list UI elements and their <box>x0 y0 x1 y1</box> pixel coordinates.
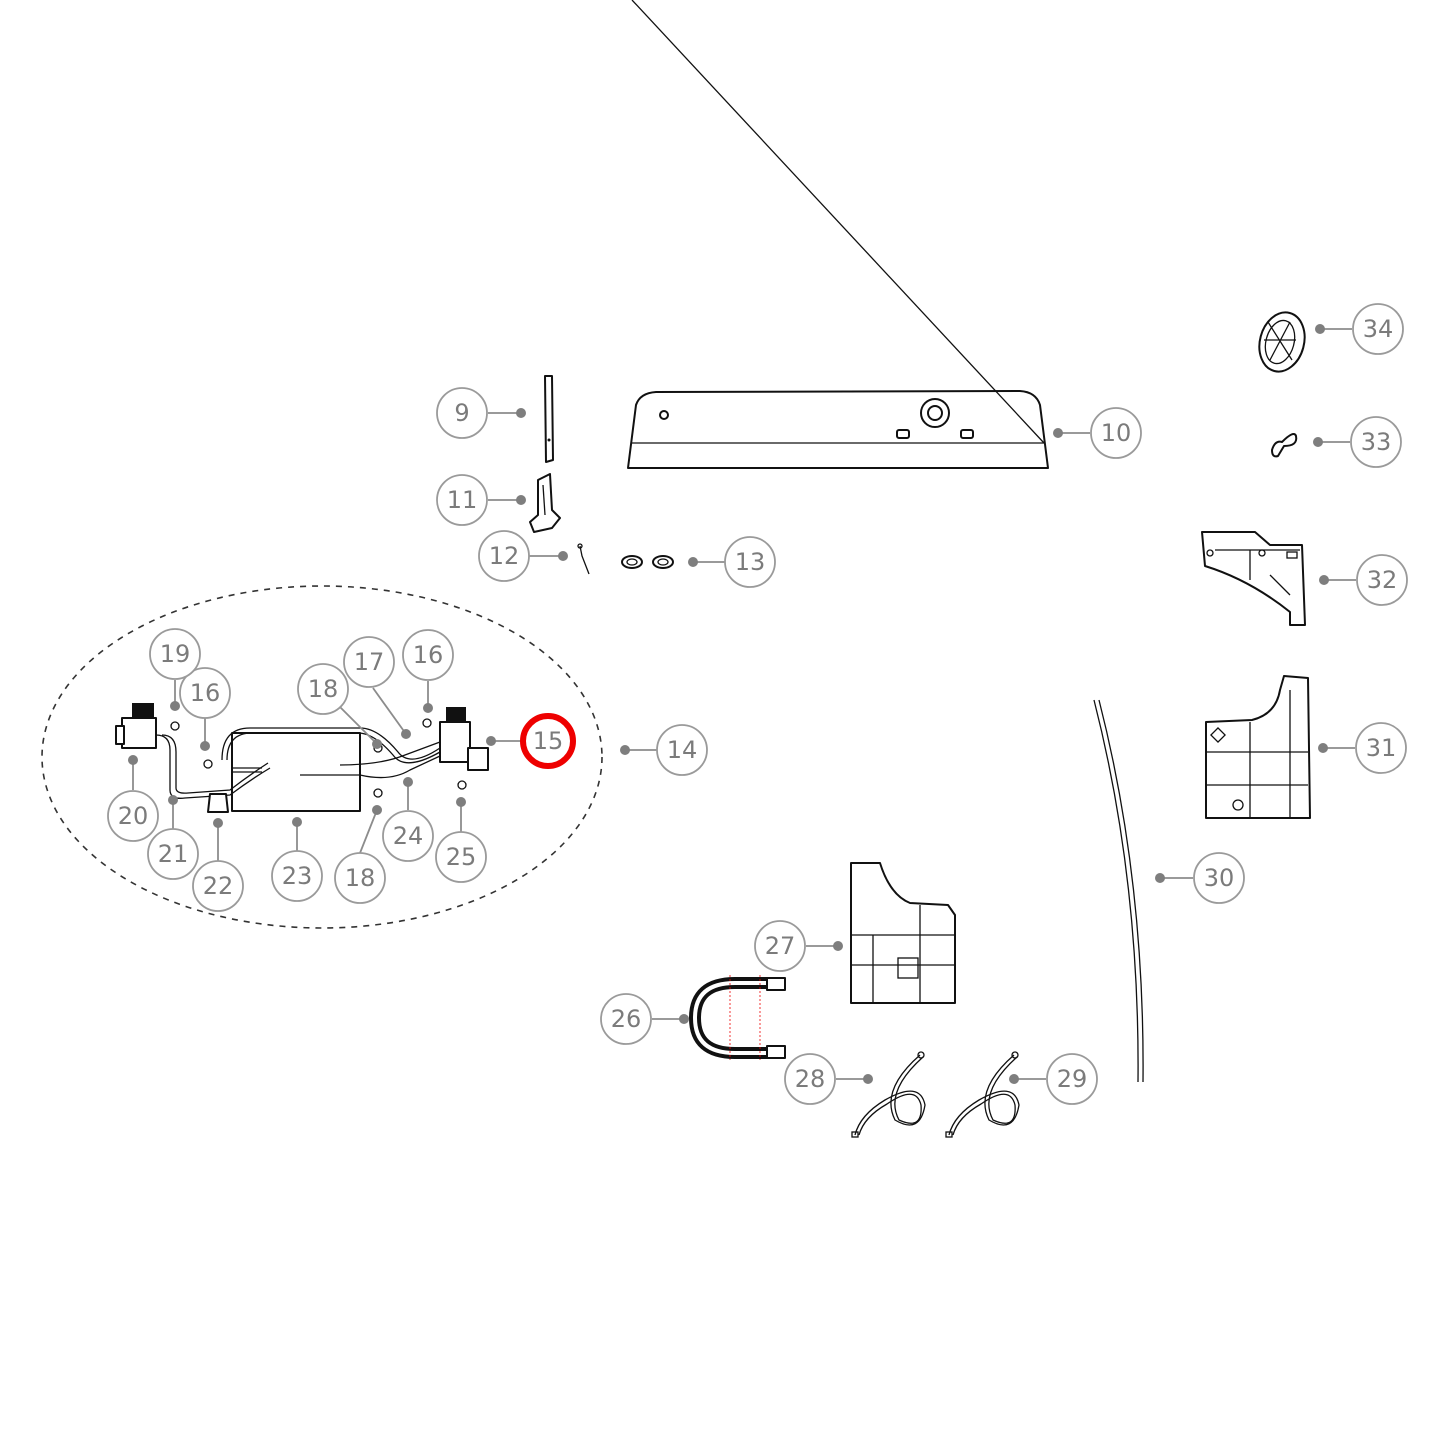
callout-11[interactable]: 11 <box>436 474 488 526</box>
callout-label: 16 <box>190 679 221 707</box>
part-32-bracket[interactable] <box>1201 531 1306 626</box>
callout-29[interactable]: 29 <box>1046 1053 1098 1105</box>
callout-label: 32 <box>1367 566 1398 594</box>
callout-label: 18 <box>345 864 376 892</box>
callout-34[interactable]: 34 <box>1352 303 1404 355</box>
part-13-washers[interactable] <box>621 555 674 569</box>
part-30-long-tube[interactable] <box>1093 699 1144 1083</box>
part-33-clip[interactable] <box>1271 433 1298 458</box>
callout-28[interactable]: 28 <box>784 1053 836 1105</box>
callout-label: 28 <box>795 1065 826 1093</box>
callout-label: 14 <box>667 736 698 764</box>
callout-26[interactable]: 26 <box>600 993 652 1045</box>
callout-label: 15 <box>533 727 564 755</box>
callout-label: 29 <box>1057 1065 1088 1093</box>
part-12-pin[interactable] <box>577 543 590 575</box>
callout-label: 21 <box>158 840 189 868</box>
callout-33[interactable]: 33 <box>1350 416 1402 468</box>
callout-22[interactable]: 22 <box>192 860 244 912</box>
leader-lines <box>128 324 1356 1084</box>
callout-24[interactable]: 24 <box>382 810 434 862</box>
callout-30[interactable]: 30 <box>1193 852 1245 904</box>
callout-18-bottom[interactable]: 18 <box>334 852 386 904</box>
callout-label: 20 <box>118 802 149 830</box>
part-28-coiled-hose[interactable] <box>851 1051 926 1138</box>
part-31-side-panel[interactable] <box>1205 675 1311 819</box>
callout-label: 18 <box>308 675 339 703</box>
callout-label: 27 <box>765 932 796 960</box>
callout-13[interactable]: 13 <box>724 536 776 588</box>
callout-label: 33 <box>1361 428 1392 456</box>
callout-label: 22 <box>203 872 234 900</box>
callout-18-top[interactable]: 18 <box>297 663 349 715</box>
callout-label: 13 <box>735 548 766 576</box>
callout-label: 31 <box>1366 734 1397 762</box>
callout-20[interactable]: 20 <box>107 790 159 842</box>
callout-label: 34 <box>1363 315 1394 343</box>
callout-32[interactable]: 32 <box>1356 554 1408 606</box>
callout-27[interactable]: 27 <box>754 920 806 972</box>
part-34-round-filter[interactable] <box>1253 307 1311 376</box>
callout-15-highlighted[interactable]: 15 <box>520 713 576 769</box>
callout-label: 24 <box>393 822 424 850</box>
callout-label: 12 <box>489 542 520 570</box>
part-27-base-panel[interactable] <box>850 862 956 1004</box>
callout-19[interactable]: 19 <box>149 628 201 680</box>
callout-23[interactable]: 23 <box>271 850 323 902</box>
highlight-ring <box>520 713 576 769</box>
callout-label: 19 <box>160 640 191 668</box>
callout-31[interactable]: 31 <box>1355 722 1407 774</box>
callout-17[interactable]: 17 <box>343 636 395 688</box>
callout-label: 11 <box>447 486 478 514</box>
callout-label: 17 <box>354 648 385 676</box>
callout-label: 9 <box>454 399 469 427</box>
part-29-coiled-hose[interactable] <box>945 1051 1020 1138</box>
callout-12[interactable]: 12 <box>478 530 530 582</box>
part-11-hinge[interactable] <box>529 473 561 533</box>
callout-label: 25 <box>446 843 477 871</box>
callout-25[interactable]: 25 <box>435 831 487 883</box>
callout-label: 26 <box>611 1005 642 1033</box>
callout-9[interactable]: 9 <box>436 387 488 439</box>
callout-10[interactable]: 10 <box>1090 407 1142 459</box>
part-10-top-panel[interactable] <box>627 0 1049 469</box>
callout-14[interactable]: 14 <box>656 724 708 776</box>
callout-label: 16 <box>413 641 444 669</box>
callout-16-left[interactable]: 16 <box>179 667 231 719</box>
callout-label: 30 <box>1204 864 1235 892</box>
assembly-group-outline <box>41 585 603 929</box>
callout-16-right[interactable]: 16 <box>402 629 454 681</box>
assembly-14-valve-pipes[interactable] <box>115 703 489 813</box>
callout-label: 10 <box>1101 419 1132 447</box>
callout-21[interactable]: 21 <box>147 828 199 880</box>
part-26-u-hose[interactable] <box>688 975 786 1060</box>
part-9-strip[interactable] <box>544 375 554 463</box>
callout-label: 23 <box>282 862 313 890</box>
